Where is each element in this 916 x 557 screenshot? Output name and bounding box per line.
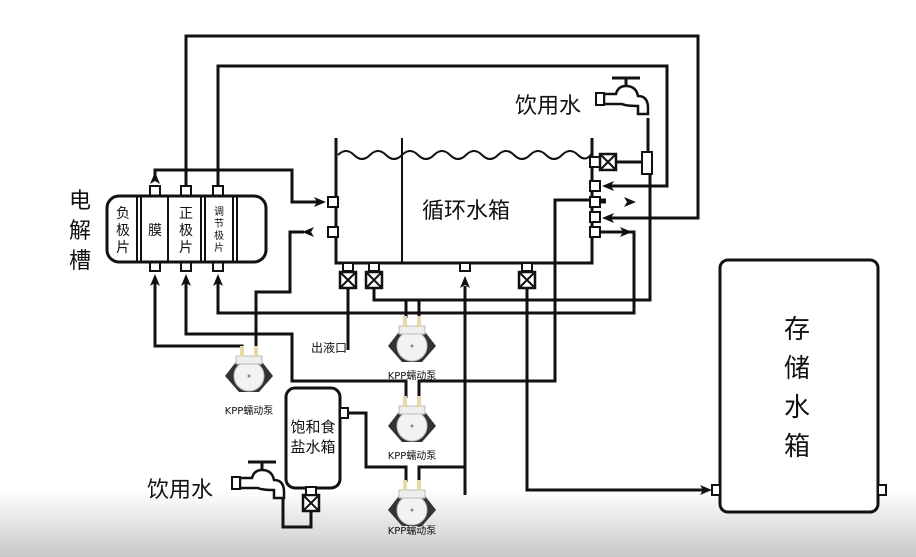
t-junction: [641, 151, 653, 175]
positive-plate-label: 片: [179, 240, 193, 256]
faucet-icon: [594, 76, 650, 116]
valve-outlet: [338, 270, 358, 290]
regulating-plate-label: 节: [214, 218, 224, 230]
pump-label: KPP蠕动泵: [388, 525, 437, 537]
faucet-icon: [230, 460, 286, 500]
pump-1: KPP蠕动泵: [224, 345, 274, 417]
membrane-label: 膜: [148, 223, 162, 239]
drinking-water-label-top: 饮用水: [515, 94, 581, 119]
circulation-tank: 循环水箱: [327, 138, 601, 272]
negative-plate-label: 片: [116, 240, 130, 256]
storage-tank-label: 存: [784, 315, 810, 345]
regulating-plate-label: 极: [214, 229, 224, 242]
negative-plate-label: 负: [116, 206, 130, 222]
valve-drinking-water: [598, 152, 618, 172]
outlet-label: 出液口: [311, 340, 347, 355]
electrolyzer-title-2: 解: [69, 219, 91, 244]
negative-plate-label: 极: [116, 223, 130, 239]
storage-tank: 存 储 水 箱: [711, 258, 887, 514]
peristaltic-pump-icon: [387, 315, 437, 363]
pump-2: KPP蠕动泵: [387, 315, 437, 382]
electrolyzer: 电 解 槽 负 极 片 膜 正 极 片 调 节 极 片: [69, 185, 268, 274]
positive-plate-label: 正: [179, 206, 193, 222]
salt-tank-label-2: 盐水箱: [290, 438, 335, 456]
peristaltic-pump-icon: [224, 345, 274, 393]
peristaltic-pump-icon: [387, 395, 437, 443]
pump-label: KPP蠕动泵: [388, 370, 437, 382]
valve-storage: [517, 270, 537, 290]
regulating-plate-label: 片: [214, 241, 224, 254]
electrolyzer-title-3: 槽: [69, 249, 91, 274]
storage-tank-label: 箱: [784, 432, 810, 462]
regulating-plate-label: 调: [214, 206, 224, 218]
peristaltic-pump-icon: [387, 479, 437, 527]
drinking-water-label-bottom: 饮用水: [147, 478, 213, 503]
positive-plate-label: 极: [179, 223, 193, 239]
circulation-tank-label: 循环水箱: [422, 199, 510, 224]
pump-label: KPP蠕动泵: [388, 450, 437, 462]
pump-4: KPP蠕动泵: [387, 479, 437, 537]
salt-tank: 饱和食 盐水箱: [284, 386, 349, 496]
storage-tank-label: 水: [784, 393, 810, 423]
electrolyzer-title-1: 电: [69, 189, 91, 214]
storage-tank-label: 储: [784, 354, 810, 384]
pump-3: KPP蠕动泵: [387, 395, 437, 462]
pump-label: KPP蠕动泵: [225, 405, 274, 417]
valves: [301, 151, 653, 513]
salt-tank-label-1: 饱和食: [290, 418, 335, 436]
valve: [364, 270, 384, 290]
valve-salt-tank: [301, 493, 321, 513]
